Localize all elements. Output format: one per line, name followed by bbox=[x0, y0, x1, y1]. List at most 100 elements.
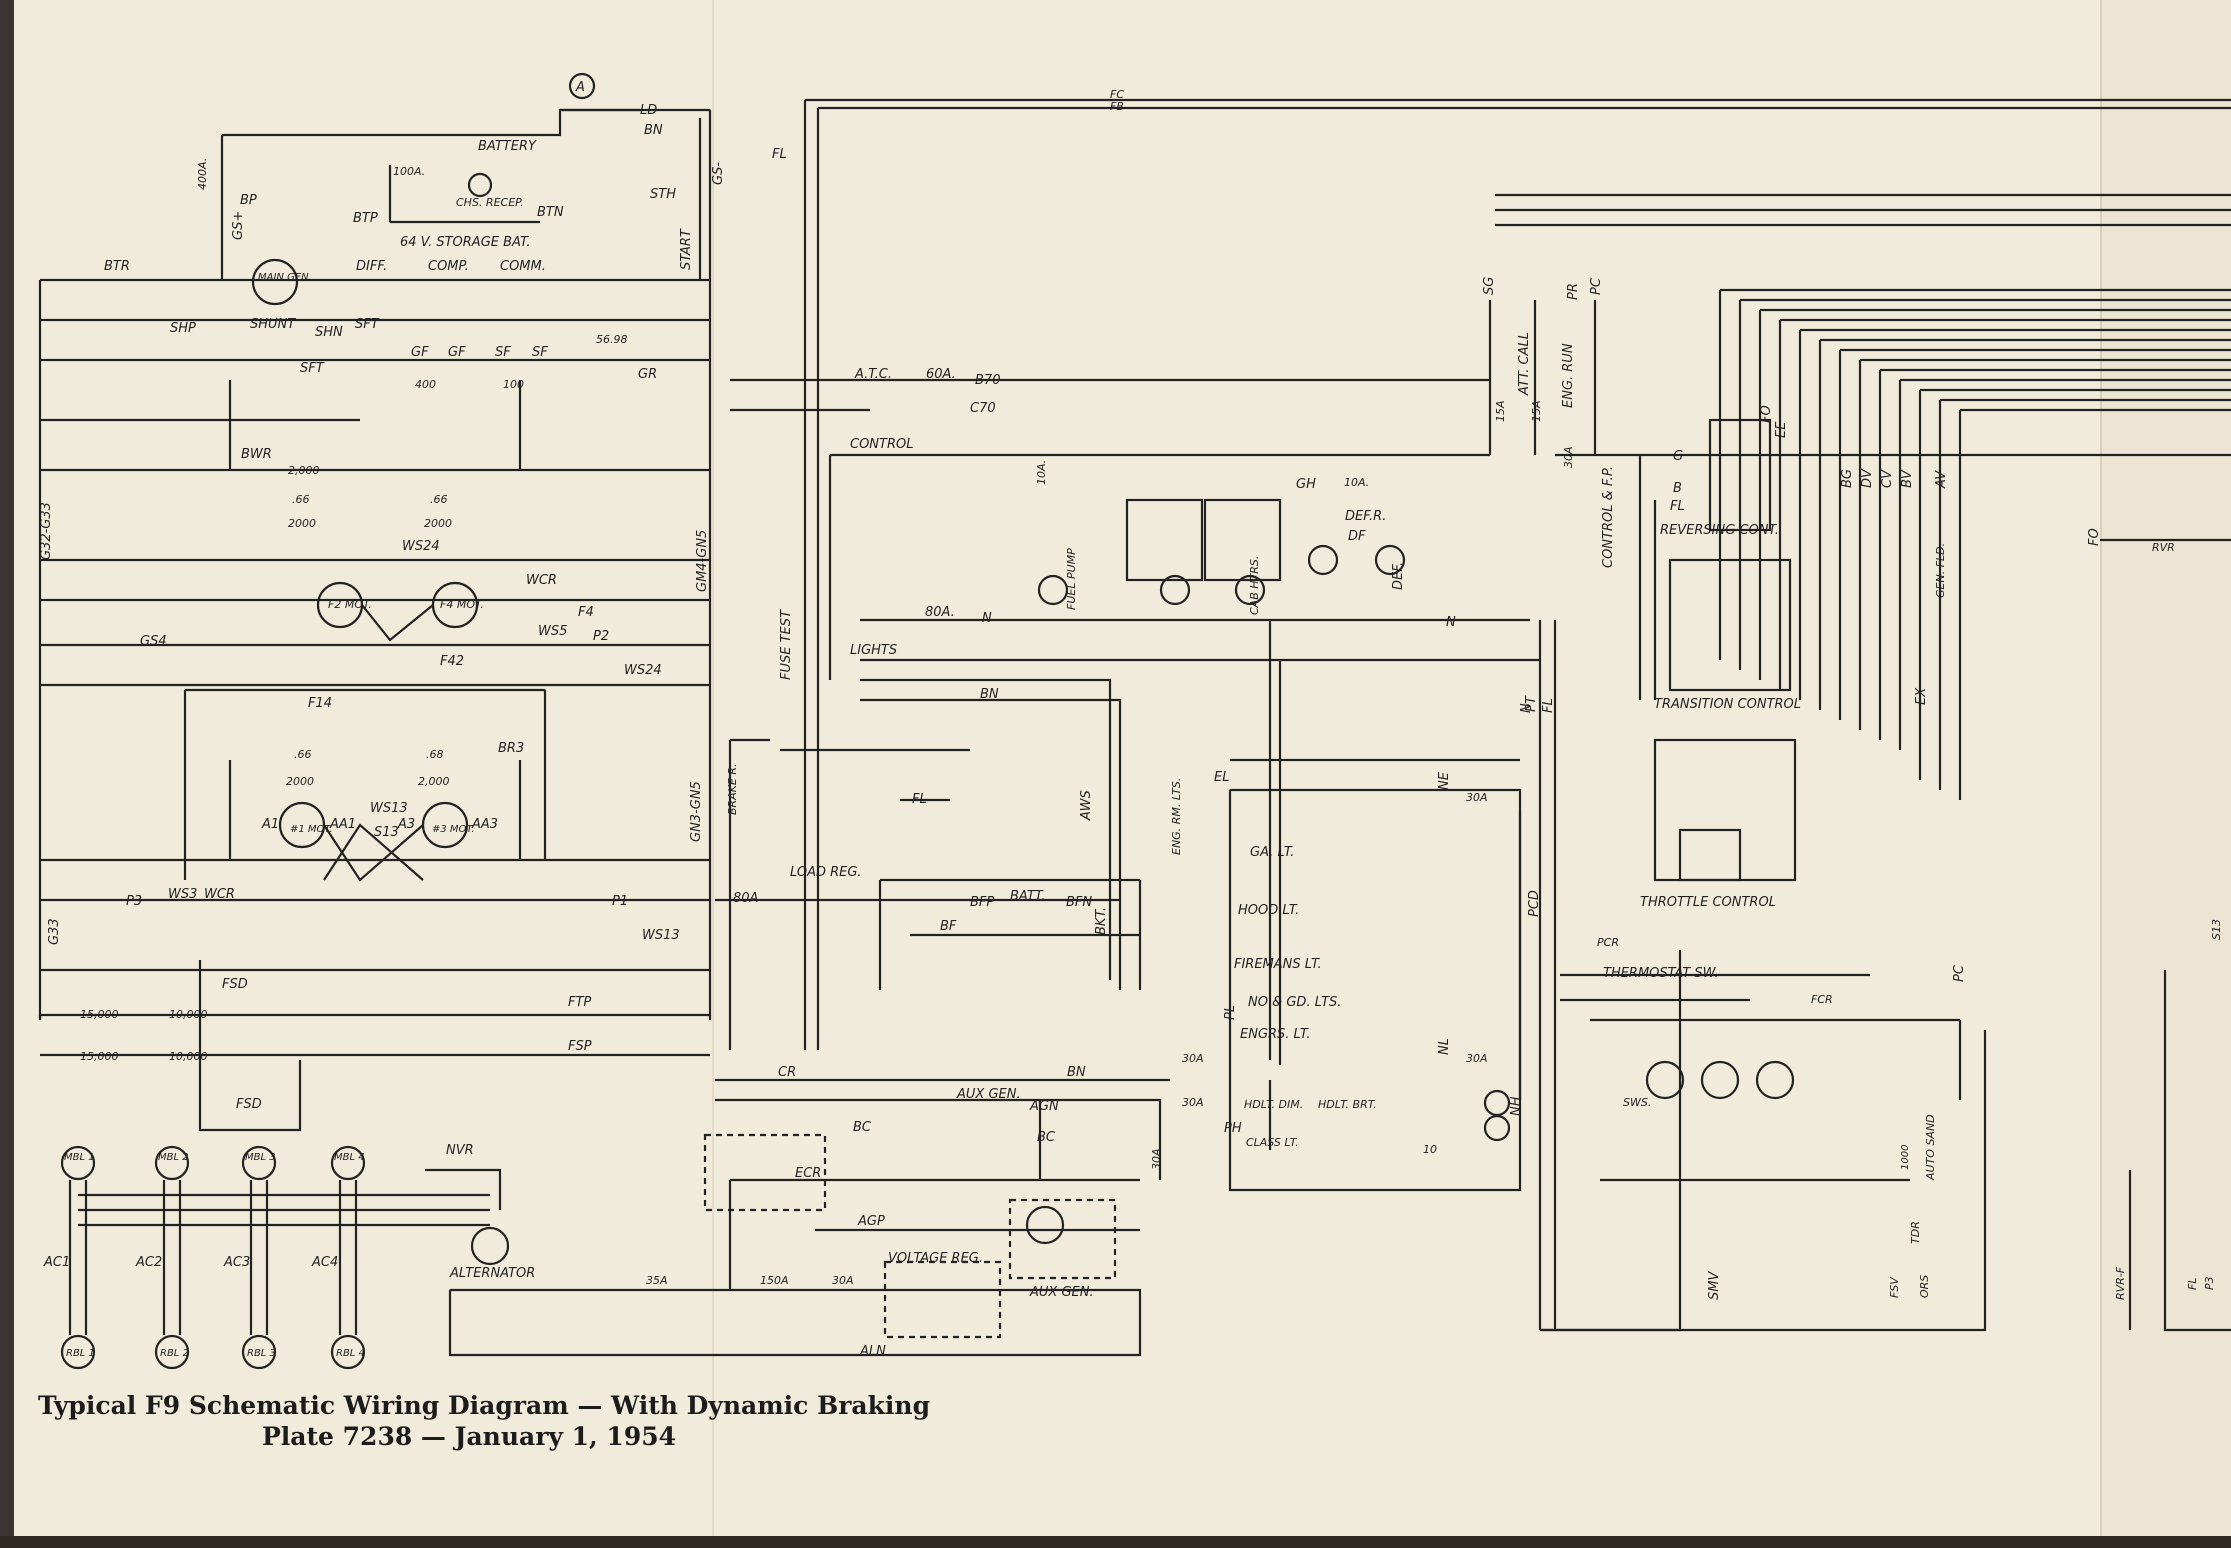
bkt-label: BKT. bbox=[1094, 907, 1109, 935]
reversing-cont-label: REVERSING CONT. bbox=[1660, 523, 1779, 538]
resistor-2000d-label: 2000 bbox=[286, 775, 314, 788]
rbl3-label: RBL 3 bbox=[247, 1348, 276, 1359]
eng-rm-lts-label: ENG. RM. LTS. bbox=[1170, 778, 1183, 855]
fuse-30a-f-label: 30A bbox=[1466, 1052, 1488, 1065]
ws3-label: WS3 bbox=[168, 887, 197, 902]
gf-label-2: GF bbox=[448, 345, 466, 360]
bn-top-label: BN bbox=[644, 123, 663, 138]
btp-label: BTP bbox=[353, 211, 378, 226]
class-lt-label: CLASS LT. bbox=[1246, 1136, 1299, 1149]
binding-edge bbox=[0, 0, 14, 1548]
cab-htrs-label: CAB HTRS. bbox=[1248, 556, 1261, 615]
resistor-2000c-label: 2000 bbox=[424, 517, 452, 530]
resistor-5698-label: 56.98 bbox=[596, 333, 628, 346]
resistor-10000b-label: 10,000 bbox=[169, 1050, 208, 1063]
g32-g33-label: G32-G33 bbox=[39, 502, 54, 560]
smv-label: SMV bbox=[1707, 1271, 1722, 1300]
mbl2-label: MBL 2 bbox=[158, 1152, 189, 1163]
mbl1-label: MBL 1 bbox=[64, 1152, 95, 1163]
rbl1-label: RBL 1 bbox=[66, 1348, 95, 1359]
ftp-label: FTP bbox=[568, 995, 591, 1010]
fuse-15a-a-label: 15A bbox=[1494, 400, 1507, 422]
ws13-label: WS13 bbox=[370, 801, 408, 816]
pc-label: PC bbox=[1589, 277, 1604, 295]
ecr-label: ECR bbox=[795, 1166, 821, 1181]
resistor-66b-label: .66 bbox=[430, 493, 448, 506]
bf-label: BF bbox=[940, 919, 957, 934]
resistor-10-label: 10 bbox=[1423, 1143, 1437, 1156]
ws24b-label: WS24 bbox=[624, 663, 662, 678]
ne-label: NE bbox=[1437, 771, 1452, 790]
fuse-35a-label: 35A bbox=[646, 1274, 668, 1287]
firemans-lt-label: FIREMANS LT. bbox=[1234, 957, 1322, 972]
control-fp-label: CONTROL & F.P. bbox=[1601, 466, 1616, 568]
resistor-2000b-label: 2000 bbox=[288, 517, 316, 530]
caption-title: Typical F9 Schematic Wiring Diagram — Wi… bbox=[38, 1391, 931, 1420]
resistor-2000a-label: 2,000 bbox=[288, 464, 320, 477]
gm4-gn5-label: GM4-GN5 bbox=[695, 530, 710, 592]
ga-lt-label: GA. LT. bbox=[1250, 845, 1294, 860]
aa1-label: AA1 bbox=[329, 817, 356, 832]
hdlt-dim-label: HDLT. DIM. bbox=[1244, 1098, 1303, 1111]
a3-label: A3 bbox=[397, 817, 415, 832]
aux-gen-label: AUX GEN. bbox=[1029, 1285, 1094, 1300]
n1-label: N bbox=[982, 611, 992, 626]
fuse-30a-d-label: 30A bbox=[1466, 791, 1488, 804]
pc-r-label: PC bbox=[1952, 964, 1967, 982]
aa3-label: AA3 bbox=[471, 817, 498, 832]
shunt-label: SHUNT bbox=[250, 317, 296, 332]
resistor-2000e-label: 2,000 bbox=[418, 775, 450, 788]
hood-lt-label: HOOD LT. bbox=[1238, 903, 1299, 918]
p3-r-label: P3 bbox=[2203, 1276, 2216, 1290]
transition-control-label: TRANSITION CONTROL bbox=[1654, 697, 1801, 712]
fuse-100a-label: 100A. bbox=[393, 165, 425, 178]
shn-label: SHN bbox=[315, 325, 343, 340]
motor-3-label: #3 MOT. bbox=[432, 824, 475, 835]
n-r-label: N bbox=[1519, 703, 1534, 713]
alternator-label: ALTERNATOR bbox=[449, 1266, 535, 1281]
wcr-label: WCR bbox=[526, 573, 557, 588]
ws13b-label: WS13 bbox=[642, 928, 680, 943]
gh-label: GH bbox=[1296, 477, 1316, 492]
a1-label: A1 bbox=[261, 817, 279, 832]
gr-label: GR bbox=[638, 367, 657, 382]
sf-label-2: SF bbox=[532, 345, 548, 360]
dv-label: DV bbox=[1860, 468, 1875, 488]
fl-top-label: FL bbox=[772, 147, 787, 162]
main-generator-symbol bbox=[251, 258, 299, 306]
resistor-15000b-label: 15,000 bbox=[80, 1050, 119, 1063]
resistor-66c-label: .66 bbox=[294, 748, 312, 761]
batt-label: BATT. bbox=[1010, 889, 1045, 904]
comm-label: COMM. bbox=[500, 259, 546, 274]
fuse-10a-b-label: 10A. bbox=[1344, 476, 1369, 489]
agn-label: AGN bbox=[1029, 1099, 1059, 1114]
rbl4-label: RBL 4 bbox=[336, 1348, 365, 1359]
fsd-label: FSD bbox=[222, 977, 248, 992]
battery-label: BATTERY bbox=[478, 139, 537, 154]
fl-b-label: FL bbox=[2186, 1278, 2199, 1290]
fuse-60a-label: 60A. bbox=[926, 367, 956, 382]
fuse-10a-a-label: 10A. bbox=[1035, 460, 1048, 485]
gs4-label: GS4 bbox=[140, 634, 167, 649]
ac4-label: AC4 bbox=[311, 1255, 338, 1270]
paper-fold bbox=[712, 0, 714, 1548]
bv-label: BV bbox=[1900, 469, 1915, 488]
aws-label: AWS bbox=[1079, 790, 1094, 821]
def-r-label: DEF.R. bbox=[1345, 509, 1386, 524]
ex-label: EX bbox=[1914, 687, 1929, 705]
bc2-label: BC bbox=[1037, 1130, 1056, 1145]
fuse-400a-label: 400A. bbox=[196, 158, 209, 190]
av-label: AV bbox=[1934, 470, 1949, 489]
ld-label: LD bbox=[640, 103, 657, 118]
ph-label: PH bbox=[1224, 1121, 1242, 1136]
ac1-label: AC1 bbox=[43, 1255, 70, 1270]
cv-label: CV bbox=[1880, 469, 1895, 488]
fuse-80a-b-label: 80A bbox=[733, 891, 758, 906]
ors-label: ORS bbox=[1918, 1275, 1931, 1298]
resistor-10000a-label: 10,000 bbox=[169, 1008, 208, 1021]
p1-label: P1 bbox=[612, 894, 628, 909]
brake-r-label: BRAKE R. bbox=[726, 763, 739, 815]
btr-label: BTR bbox=[104, 259, 130, 274]
f4-label: F4 bbox=[578, 605, 594, 620]
